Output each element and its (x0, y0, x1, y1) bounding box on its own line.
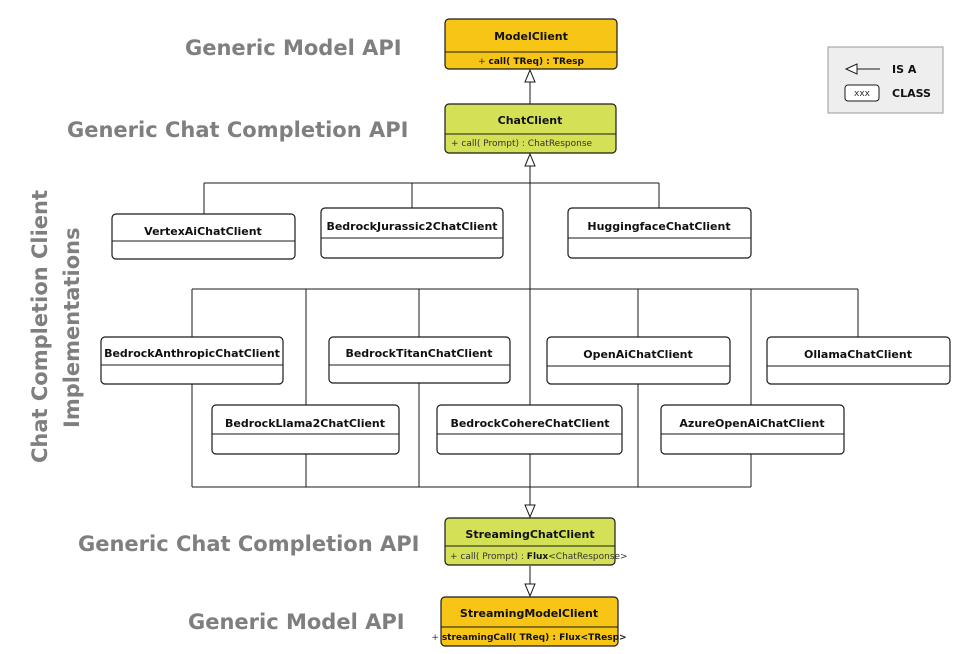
class-box-bedrock-cohere: BedrockCohereChatClient (436, 404, 623, 455)
streaming-chat-client-method-flux: Flux (527, 552, 549, 562)
model-client-method: + call( TReq) : TResp (478, 57, 584, 67)
bedrock-jurassic2-box-bg (320, 207, 504, 259)
label-implementations-line1: Chat Completion Client (28, 190, 52, 463)
streaming-model-client-title: StreamingModelClient (460, 607, 598, 620)
legend-class-sample-box (844, 84, 880, 102)
class-box-ollama: OllamaChatClient (766, 336, 951, 385)
vertex-ai-title: VertexAiChatClient (144, 225, 262, 238)
streaming-chat-client-title: StreamingChatClient (465, 528, 594, 541)
chat-client-title: ChatClient (498, 114, 563, 127)
label-generic-model-api-top: Generic Model API (185, 36, 402, 60)
streaming-chat-client-method-suffix: <ChatResponse> (548, 552, 627, 562)
chat-client-box-bg (444, 103, 617, 154)
azure-openai-title: AzureOpenAiChatClient (679, 417, 824, 430)
label-generic-model-api-bottom: Generic Model API (188, 610, 405, 634)
class-box-model-client: ModelClient + call( TReq) : TResp (444, 18, 618, 70)
is-a-arrowhead-model (524, 68, 536, 83)
legend-box (827, 46, 944, 114)
legend-is-a-label: IS A (892, 63, 917, 76)
model-client-method-main: call( TReq) : TResp (489, 57, 585, 67)
openai-title: OpenAiChatClient (583, 348, 693, 361)
bedrock-anthropic-box-bg (100, 336, 284, 385)
openai-box-bg (546, 336, 731, 385)
streaming-chat-client-method-prefix: + call( Prompt) : (450, 552, 527, 562)
class-box-bedrock-jurassic2: BedrockJurassic2ChatClient (320, 207, 504, 259)
label-generic-chat-completion-api-bottom: Generic Chat Completion API (78, 532, 419, 556)
bedrock-titan-title: BedrockTitanChatClient (345, 347, 492, 360)
class-box-azure-openai: AzureOpenAiChatClient (660, 404, 845, 455)
bedrock-anthropic-title: BedrockAnthropicChatClient (104, 347, 280, 360)
huggingface-box-bg (567, 207, 752, 259)
vertex-ai-box-bg (111, 213, 296, 260)
legend-class-label: CLASS (892, 87, 931, 100)
bedrock-llama2-title: BedrockLlama2ChatClient (225, 417, 385, 430)
class-box-huggingface: HuggingfaceChatClient (567, 207, 752, 259)
class-box-bedrock-titan: BedrockTitanChatClient (328, 336, 511, 384)
bedrock-llama2-box-bg (211, 404, 400, 455)
bedrock-jurassic2-title: BedrockJurassic2ChatClient (326, 220, 497, 233)
bedrock-titan-box-bg (328, 336, 511, 384)
label-implementations: Chat Completion Client Implementations (28, 190, 84, 463)
model-client-box-bg (444, 18, 618, 70)
is-a-arrowhead-streaming-chat (524, 504, 536, 519)
class-box-openai: OpenAiChatClient (546, 336, 731, 385)
legend-is-a-arrow-icon (844, 63, 858, 75)
class-box-chat-client: ChatClient + call( Prompt) : ChatRespons… (444, 103, 617, 154)
class-box-streaming-chat-client: StreamingChatClient + call( Prompt) : Fl… (444, 517, 628, 566)
bedrock-cohere-title: BedrockCohereChatClient (450, 417, 609, 430)
is-a-arrowhead-streaming-model (524, 583, 536, 598)
class-box-bedrock-anthropic: BedrockAnthropicChatClient (100, 336, 284, 385)
streaming-model-client-method: + streamingCall( TReq) : Flux<TResp> (431, 633, 626, 643)
bedrock-cohere-box-bg (436, 404, 623, 455)
label-generic-chat-completion-api-top: Generic Chat Completion API (67, 118, 408, 142)
legend: IS A xxx CLASS (827, 46, 944, 114)
class-box-streaming-model-client: StreamingModelClient + streamingCall( TR… (431, 596, 627, 647)
label-implementations-line2: Implementations (60, 227, 84, 428)
ollama-box-bg (766, 336, 951, 385)
streaming-model-client-method-prefix: + (431, 633, 441, 643)
azure-openai-box-bg (660, 404, 845, 455)
streaming-chat-client-box-bg (444, 517, 616, 566)
is-a-arrowhead-chat (524, 152, 536, 167)
streaming-model-client-method-main: streamingCall( TReq) : Flux<TResp> (442, 633, 627, 643)
model-client-method-prefix: + (478, 57, 488, 67)
class-box-bedrock-llama2: BedrockLlama2ChatClient (211, 404, 400, 455)
legend-class-sample-text: xxx (854, 89, 871, 99)
chat-client-method: + call( Prompt) : ChatResponse (451, 139, 593, 149)
model-client-title: ModelClient (494, 30, 568, 43)
ollama-title: OllamaChatClient (804, 348, 912, 361)
streaming-model-client-box-bg (440, 596, 619, 647)
streaming-chat-client-method: + call( Prompt) : Flux<ChatResponse> (450, 552, 628, 562)
class-box-vertex-ai: VertexAiChatClient (111, 213, 296, 260)
huggingface-title: HuggingfaceChatClient (587, 220, 730, 233)
